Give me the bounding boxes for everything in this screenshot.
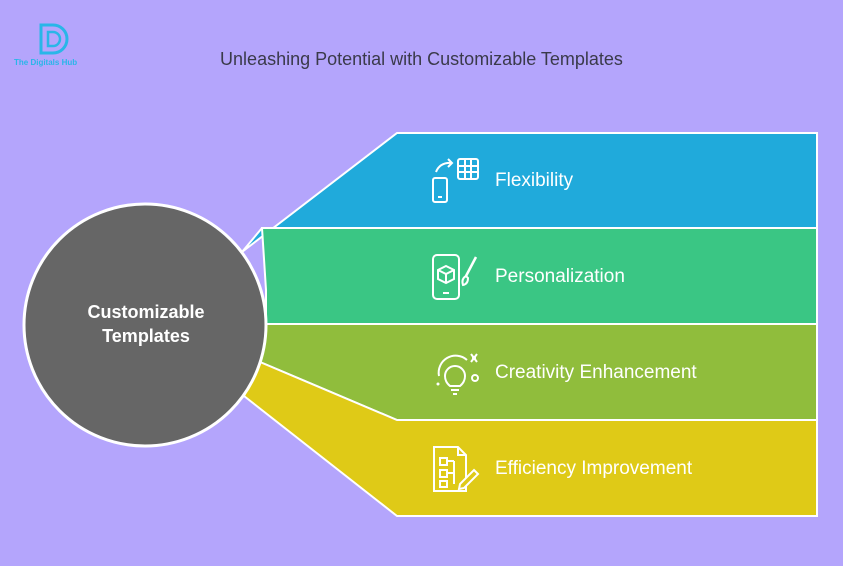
phone-cube-brush-icon: [432, 254, 478, 300]
center-label: Customizable Templates: [26, 300, 266, 348]
logo[interactable]: The Digitals Hub: [14, 22, 104, 72]
document-edit-icon: [433, 446, 480, 492]
page-title: Unleashing Potential with Customizable T…: [220, 49, 623, 69]
item-label-efficiency-improvement: Efficiency Improvement: [495, 458, 693, 479]
center-label-line1: Customizable: [87, 302, 205, 322]
item-label-creativity-enhancement: Creativity Enhancement: [495, 362, 697, 383]
center-circle: [22, 202, 268, 448]
center-label-line2: Templates: [102, 326, 190, 346]
device-switch-icon: [432, 158, 479, 203]
item-label-flexibility: Flexibility: [495, 170, 574, 191]
logo-text: The Digitals Hub: [14, 58, 78, 67]
digitals-hub-logo-icon: [39, 23, 69, 55]
item-label-personalization: Personalization: [495, 266, 625, 287]
lightbulb-idea-icon: [436, 353, 479, 395]
